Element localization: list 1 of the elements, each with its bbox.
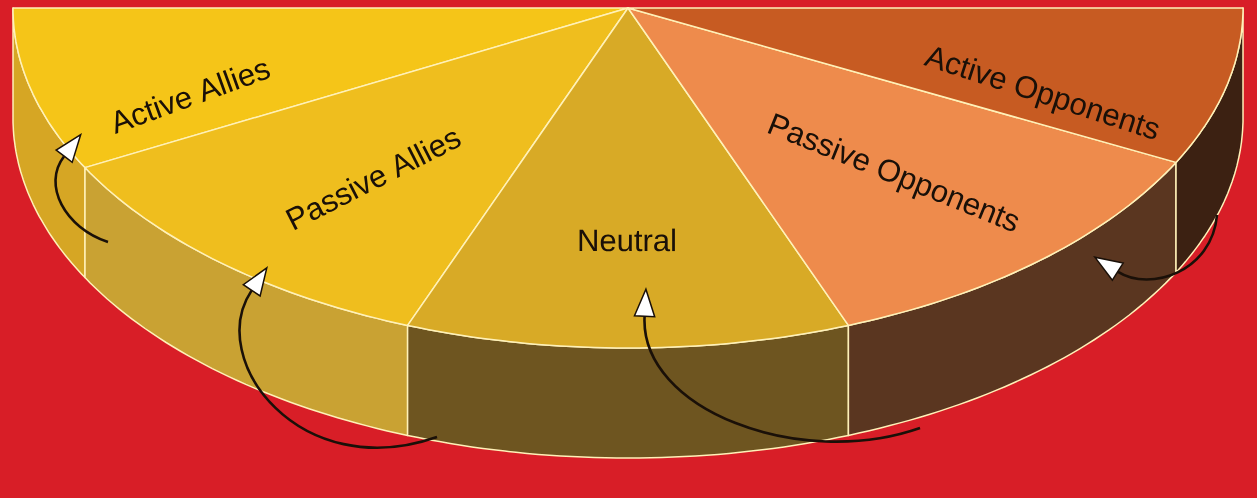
- curved-arrow: [54, 133, 109, 244]
